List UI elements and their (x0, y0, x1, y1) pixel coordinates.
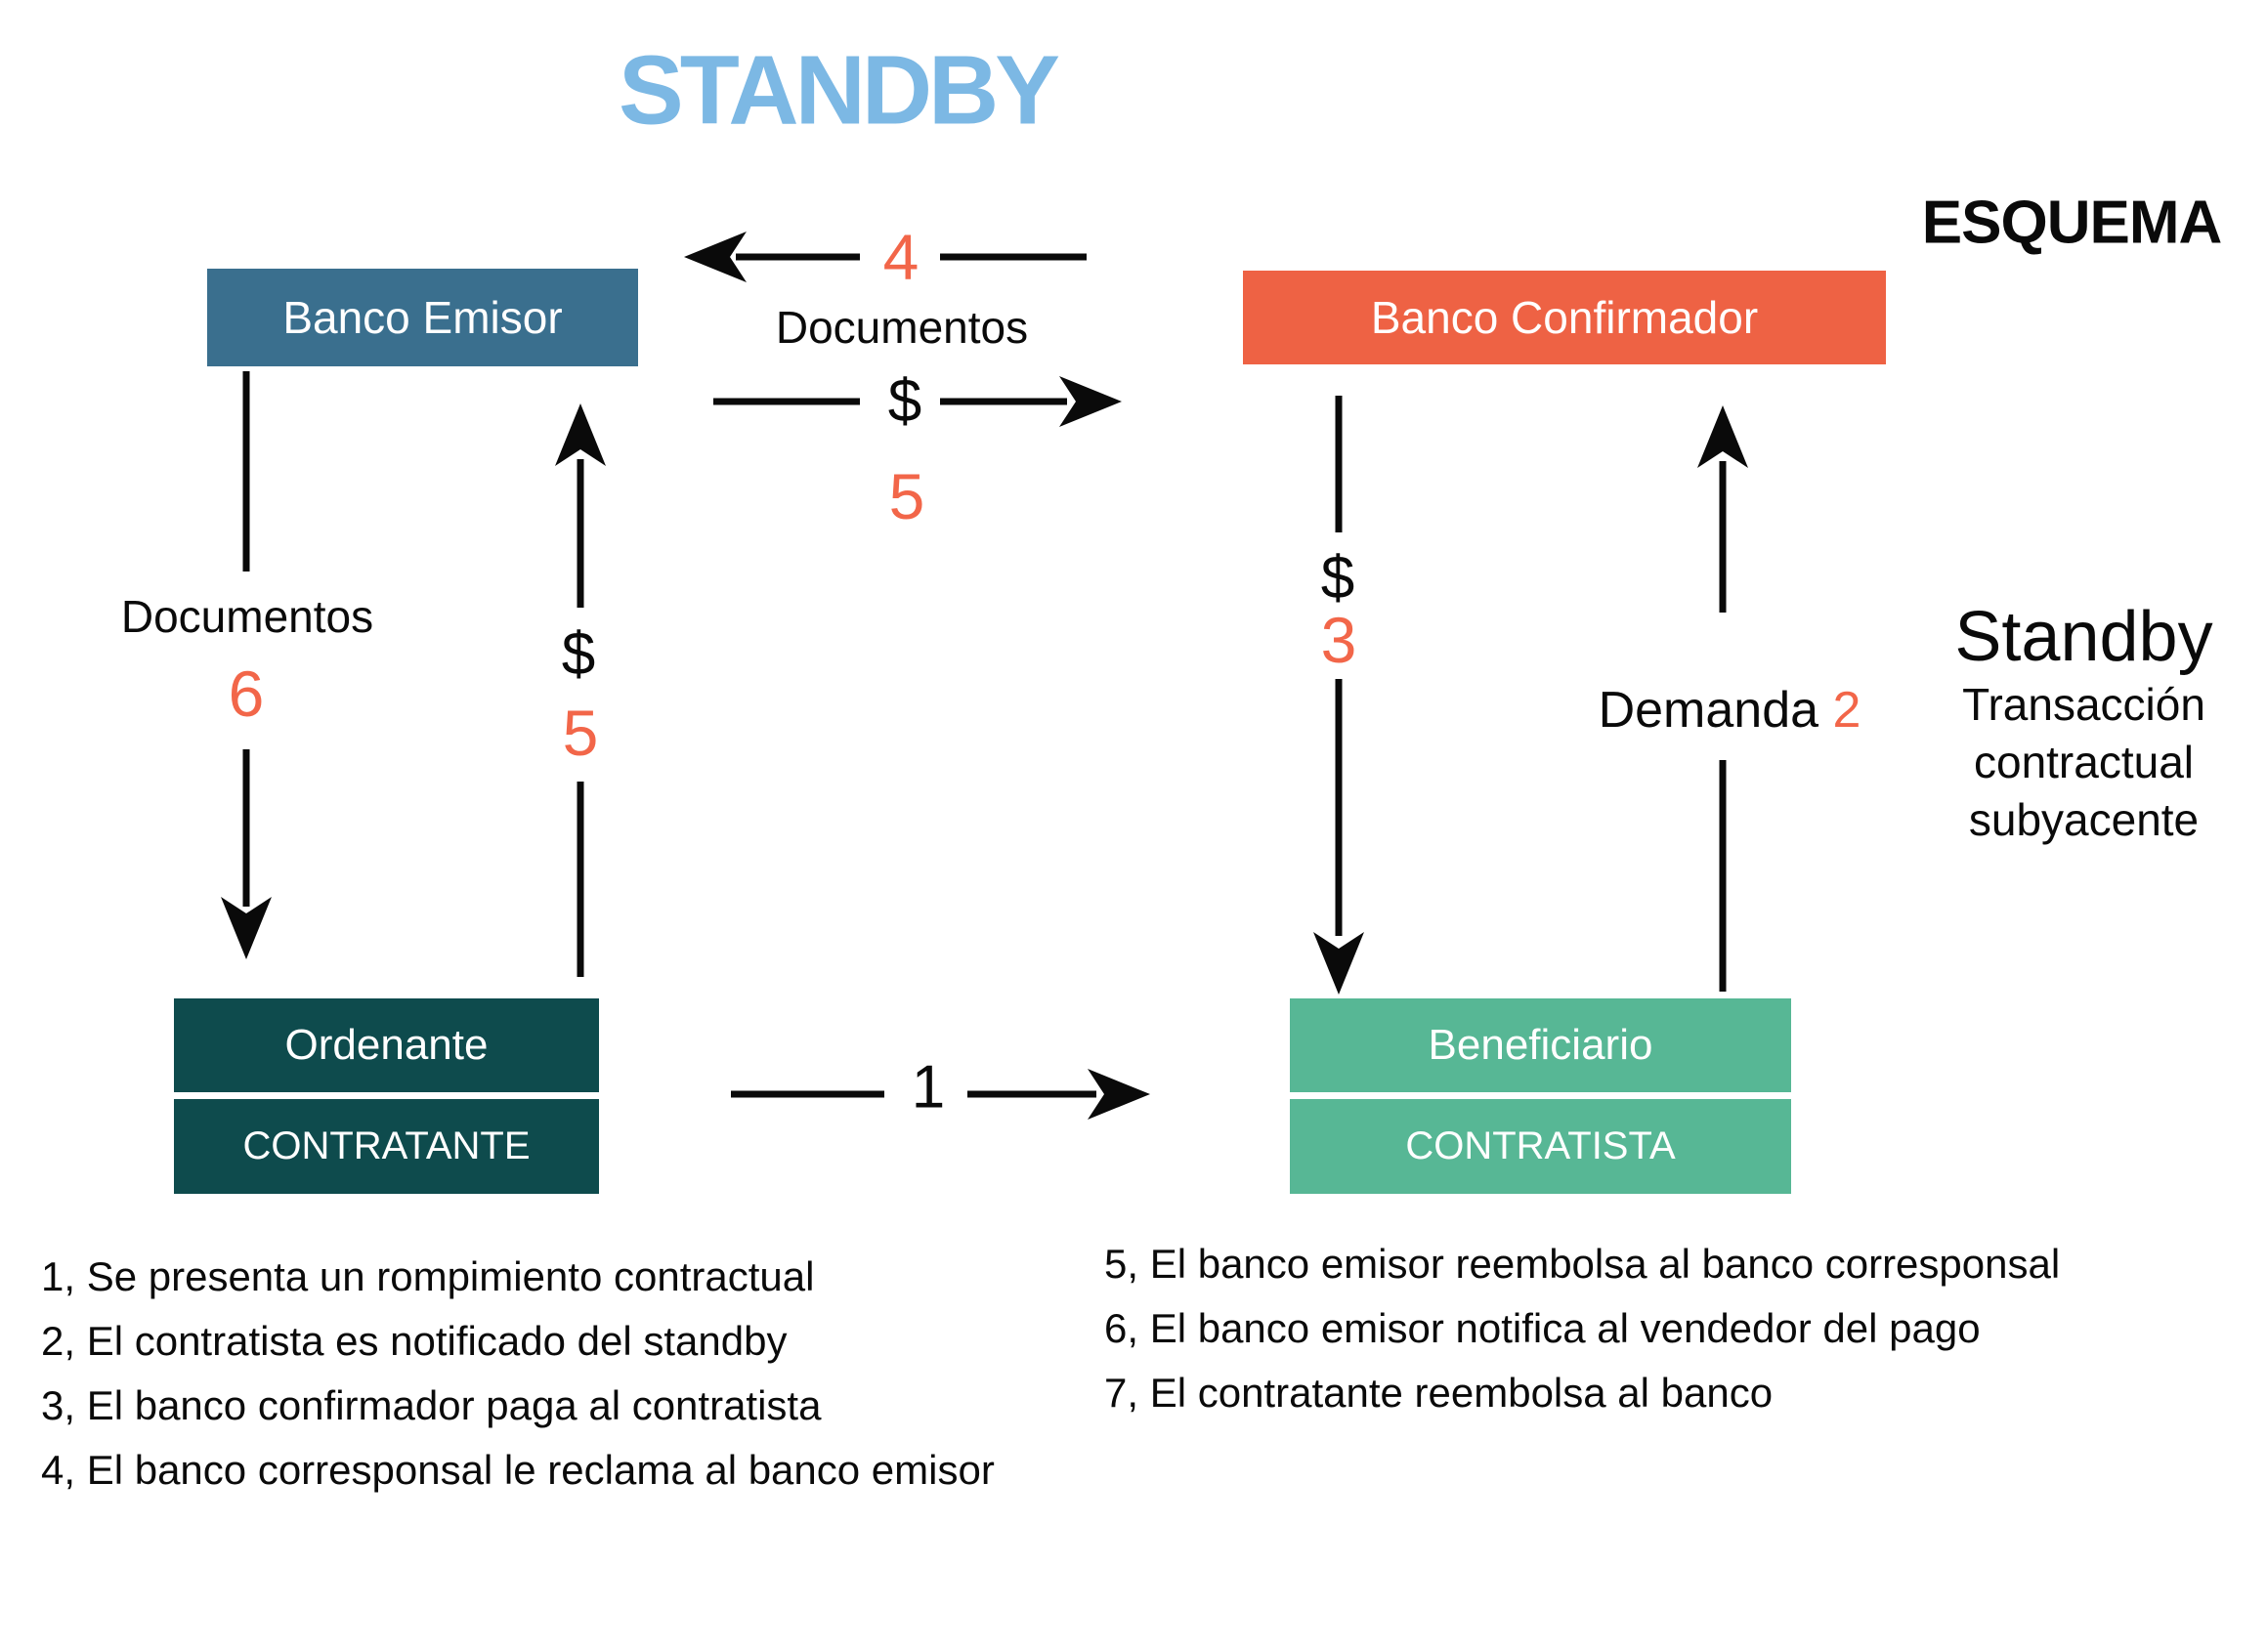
ordenante-divider (174, 1092, 599, 1099)
step-1-number: 1 (911, 1053, 946, 1122)
step-6-number: 6 (228, 657, 265, 730)
legend-item: 2, El contratista es notificado del stan… (41, 1318, 788, 1364)
legend-item: 7, El contratante reembolsa al banco (1104, 1370, 1774, 1416)
esquema-heading: ESQUEMA (1921, 189, 2222, 257)
ordenante-title: Ordenante (174, 998, 599, 1092)
step-3-number: 3 (1320, 604, 1357, 676)
arrow-6-documentos (221, 371, 272, 959)
step-5-number-top: 5 (888, 460, 925, 532)
node-banco-confirmador: Banco Confirmador (1243, 271, 1886, 364)
arrow-5-reembolso (555, 403, 606, 977)
dollar-right-symbol: $ (1320, 544, 1355, 613)
side-note-line-1: Transacción (1962, 679, 2205, 730)
step-5-number-left: 5 (562, 697, 599, 769)
step-4-number: 4 (882, 221, 920, 293)
banco-emisor-label: Banco Emisor (282, 292, 563, 343)
ordenante-subtitle: CONTRATANTE (174, 1099, 599, 1194)
arrow-2-demanda (1697, 405, 1748, 992)
legend-left: 1, Se presenta un rompimiento contractua… (41, 1245, 995, 1503)
dollar-left-symbol: $ (561, 620, 596, 689)
node-beneficiario: Beneficiario CONTRATISTA (1290, 998, 1791, 1194)
arrow-5-pago (713, 376, 1122, 427)
node-ordenante: Ordenante CONTRATANTE (174, 998, 599, 1194)
demanda-text: Demanda (1598, 682, 1819, 739)
dollar-top-symbol: $ (887, 367, 922, 436)
arrow-1-contrato (731, 1069, 1150, 1120)
side-note: Standby Transacción contractual subyacen… (1915, 598, 2252, 849)
arrow-3-pago (1313, 396, 1364, 995)
documentos-top-label: Documentos (775, 302, 1029, 353)
beneficiario-divider (1290, 1092, 1791, 1099)
beneficiario-title: Beneficiario (1290, 998, 1791, 1092)
legend-item: 3, El banco confirmador paga al contrati… (41, 1382, 822, 1428)
node-banco-emisor: Banco Emisor (207, 269, 638, 366)
page-title: STANDBY (619, 35, 1060, 146)
legend-right: 5, El banco emisor reembolsa al banco co… (1104, 1232, 2060, 1425)
demanda-label: Demanda 2 (1599, 681, 1861, 740)
side-note-line-2: contractual (1973, 737, 2194, 787)
side-note-heading: Standby (1954, 598, 2213, 676)
legend-item: 5, El banco emisor reembolsa al banco co… (1104, 1241, 2061, 1287)
legend-item: 1, Se presenta un rompimiento contractua… (41, 1253, 815, 1299)
legend-item: 6, El banco emisor notifica al vendedor … (1104, 1305, 1981, 1351)
side-note-line-3: subyacente (1968, 794, 2200, 845)
documentos-left-label: Documentos (120, 591, 374, 642)
legend-item: 4, El banco corresponsal le reclama al b… (41, 1447, 995, 1493)
arrow-4-documentos (684, 232, 1087, 282)
banco-confirmador-label: Banco Confirmador (1370, 292, 1759, 343)
step-2-number: 2 (1832, 682, 1861, 739)
beneficiario-subtitle: CONTRATISTA (1290, 1099, 1791, 1194)
